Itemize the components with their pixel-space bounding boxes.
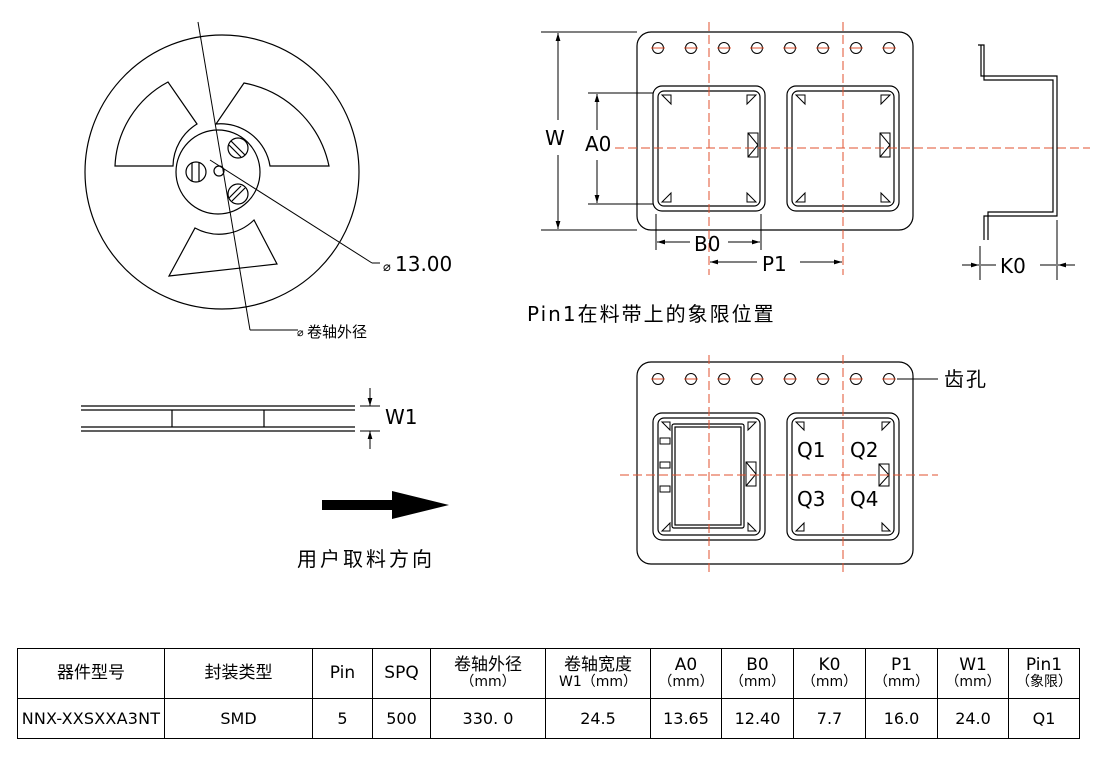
carrier-tape-side-profile bbox=[962, 44, 1075, 280]
p1-dimension-label: P1 bbox=[762, 252, 787, 276]
b0-dimension-label: B0 bbox=[694, 232, 720, 256]
reel-side-view bbox=[81, 388, 380, 449]
header-b0: B0（mm） bbox=[721, 648, 794, 699]
k0-dimension-label: K0 bbox=[1000, 254, 1026, 278]
header-part-number: 器件型号 bbox=[17, 648, 165, 699]
header-p1: P1（mm） bbox=[865, 648, 938, 699]
header-pin: Pin bbox=[312, 648, 373, 699]
cell-k0: 7.7 bbox=[793, 698, 866, 739]
svg-text:⌀: ⌀ bbox=[297, 326, 304, 339]
quadrant-q1-label: Q1 bbox=[797, 438, 825, 462]
cell-b0: 12.40 bbox=[721, 698, 794, 739]
cell-p1: 16.0 bbox=[865, 698, 938, 739]
carrier-tape-top-view bbox=[636, 31, 914, 231]
sprocket-hole-label: 齿孔 bbox=[944, 367, 988, 391]
header-package-type: 封装类型 bbox=[164, 648, 313, 699]
cell-w1: 24.0 bbox=[937, 698, 1009, 739]
feed-direction-label: 用户取料方向 bbox=[297, 547, 435, 571]
svg-text:⌀: ⌀ bbox=[383, 260, 391, 275]
header-pin1-quadrant: Pin1（象限） bbox=[1008, 648, 1080, 699]
a0-dimension-label: A0 bbox=[585, 132, 611, 156]
header-spq: SPQ bbox=[372, 648, 431, 699]
header-reel-diameter: 卷轴外径（mm） bbox=[430, 648, 546, 699]
spec-table-data-row: NNX-XXSXXA3NT SMD 5 500 330. 0 24.5 13.6… bbox=[17, 698, 1080, 739]
header-a0: A0（mm） bbox=[650, 648, 722, 699]
reel-outer-diameter-label: 卷轴外径 bbox=[307, 323, 367, 341]
quadrant-q2-label: Q2 bbox=[850, 438, 878, 462]
w1-dimension-label: W1 bbox=[385, 405, 418, 429]
cell-pin1-quadrant: Q1 bbox=[1008, 698, 1080, 739]
pin1-quadrant-title: Pin1在料带上的象限位置 bbox=[527, 302, 776, 326]
header-k0: K0（mm） bbox=[793, 648, 866, 699]
feed-direction-arrow bbox=[322, 491, 449, 519]
cell-pin: 5 bbox=[312, 698, 373, 739]
cell-part-number: NNX-XXSXXA3NT bbox=[17, 698, 165, 739]
quadrant-q3-label: Q3 bbox=[797, 487, 825, 511]
reel-front-view bbox=[84, 21, 380, 331]
cell-reel-diameter: 330. 0 bbox=[430, 698, 546, 739]
w-dimension-label: W bbox=[545, 126, 565, 150]
cell-spq: 500 bbox=[372, 698, 431, 739]
quadrant-q4-label: Q4 bbox=[850, 487, 878, 511]
tape-and-reel-drawing: ⌀ 13.00 ⌀ 卷轴外径 W1 用户取料方向 bbox=[81, 21, 1090, 575]
hub-diameter-label: 13.00 bbox=[395, 252, 452, 276]
cell-a0: 13.65 bbox=[650, 698, 722, 739]
cell-package-type: SMD bbox=[164, 698, 313, 739]
pin1-quadrant-view bbox=[636, 361, 938, 565]
cell-reel-width: 24.5 bbox=[545, 698, 651, 739]
header-w1: W1（mm） bbox=[937, 648, 1009, 699]
